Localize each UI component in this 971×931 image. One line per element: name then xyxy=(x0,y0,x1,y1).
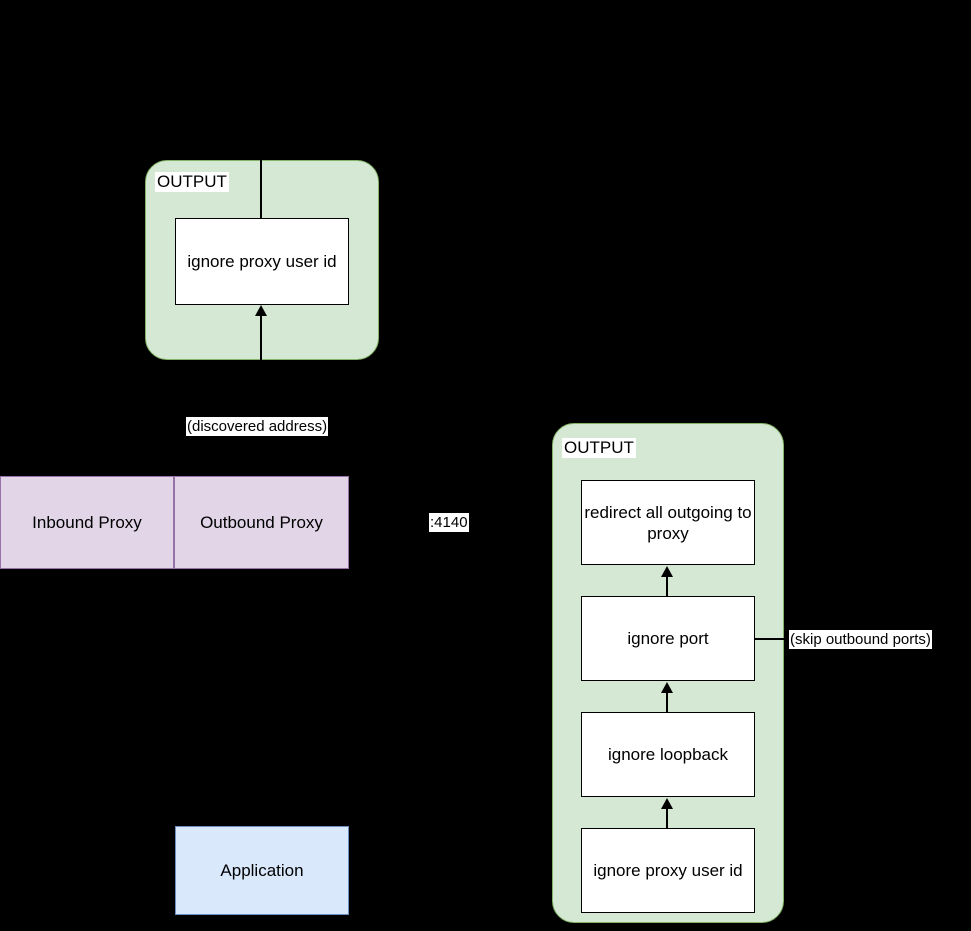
node-ignore-port[interactable]: ignore port xyxy=(581,596,755,681)
edge-outbound-ignore-to-ignore-loopback xyxy=(666,808,668,828)
node-ignore-loopback[interactable]: ignore loopback xyxy=(581,712,755,797)
outbound-output-group-label: OUTPUT xyxy=(562,438,636,458)
node-outbound-proxy[interactable]: Outbound Proxy xyxy=(174,476,349,569)
node-application[interactable]: Application xyxy=(175,826,349,915)
node-inbound-ignore-proxy-user-id[interactable]: ignore proxy user id xyxy=(175,218,349,305)
arrowhead-into-inbound-ignore xyxy=(255,305,267,316)
arrowhead-into-ignore-loopback xyxy=(661,798,673,809)
edge-ignore-port-to-skip-ports xyxy=(755,638,790,640)
node-inbound-proxy[interactable]: Inbound Proxy xyxy=(0,476,174,569)
inbound-group-top-connector xyxy=(260,160,262,218)
edge-proxy-to-inbound-ignore xyxy=(260,316,262,476)
node-redirect-all-outgoing-to-proxy[interactable]: redirect all outgoing to proxy xyxy=(581,480,755,565)
edge-ignore-port-to-redirect xyxy=(666,576,668,596)
node-outbound-ignore-proxy-user-id[interactable]: ignore proxy user id xyxy=(581,828,755,913)
inbound-output-group-label: OUTPUT xyxy=(155,172,229,192)
edge-application-to-outbound-ignore xyxy=(349,870,571,872)
arrowhead-into-redirect xyxy=(661,566,673,577)
edge-ignore-loopback-to-ignore-port xyxy=(666,692,668,712)
edge-label-discovered-address: (discovered address) xyxy=(186,417,329,436)
edge-label-proxy-port: :4140 xyxy=(429,513,469,532)
edge-label-skip-outbound-ports: (skip outbound ports) xyxy=(789,630,932,649)
node-redirect-all-outgoing-to-proxy-label: redirect all outgoing to proxy xyxy=(584,502,752,543)
arrowhead-into-ignore-port xyxy=(661,682,673,693)
